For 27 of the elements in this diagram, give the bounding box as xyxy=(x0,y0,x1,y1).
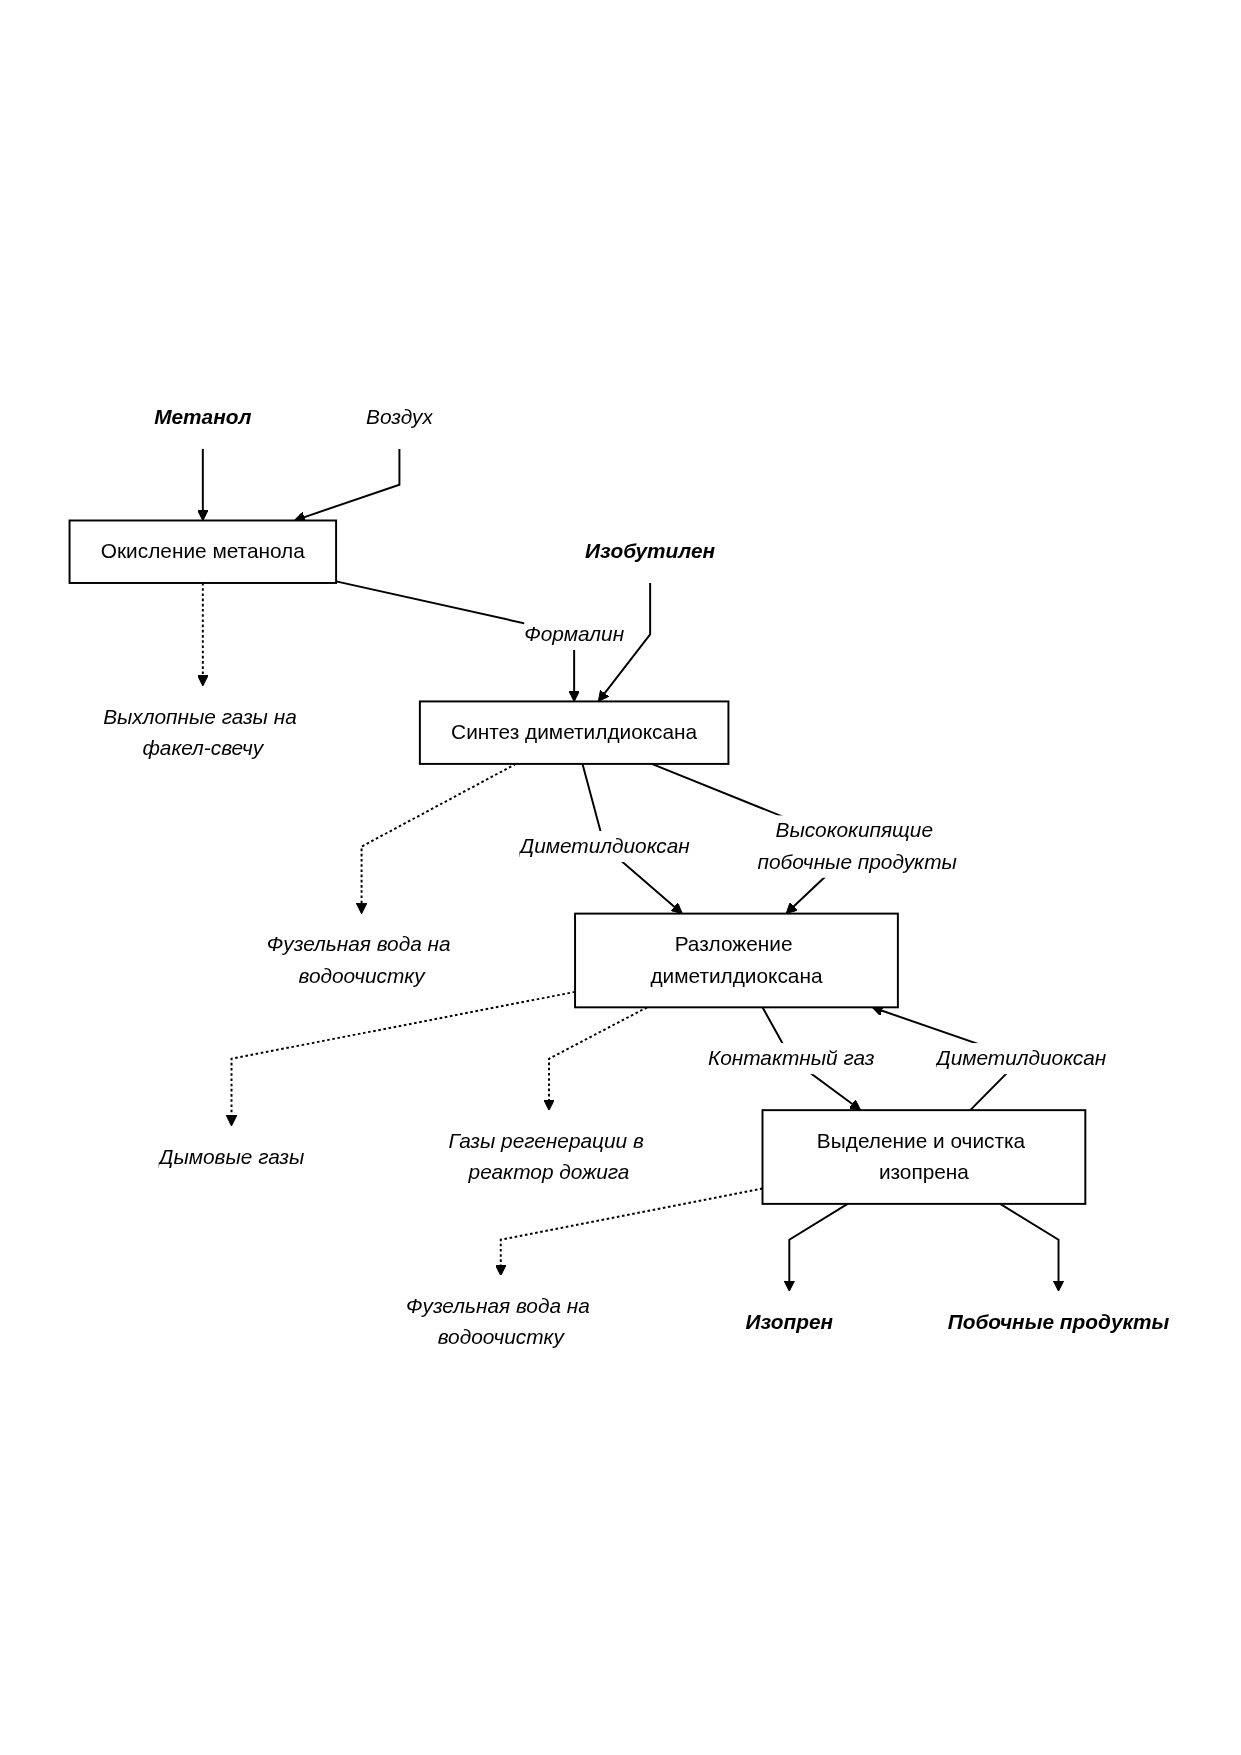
node-text: Изопрен xyxy=(744,1310,833,1333)
arrow xyxy=(998,1202,1064,1292)
node-text: Фузельная вода на водоочистку xyxy=(266,932,451,987)
edge-label: Контактный газ xyxy=(707,1046,874,1069)
edge-label: Диметилдиоксан xyxy=(935,1046,1106,1069)
arrow xyxy=(542,1006,648,1111)
node-text: Газы регенерации в реактор дожига xyxy=(447,1129,644,1183)
arrow xyxy=(494,1187,763,1276)
node-text: Изобутилен xyxy=(584,539,715,562)
node-text: Метанол xyxy=(153,405,251,428)
edge-label: Диметилдиоксан xyxy=(518,834,690,857)
node-text: Воздух xyxy=(365,405,433,428)
node-text: Выхлопные газы на факел-свечу xyxy=(102,705,297,759)
node-text: Побочные продукты xyxy=(947,1310,1169,1333)
node-box: Окисление метанола xyxy=(68,519,337,584)
node-text: Дымовые газы xyxy=(158,1144,304,1168)
arrow xyxy=(783,1202,849,1292)
edge-label: Высококипящие побочные продукты xyxy=(756,818,957,873)
node-box: Разложение диметилдиоксана xyxy=(573,912,899,1008)
node-text: Фузельная вода на водоочистку xyxy=(405,1294,590,1349)
arrow xyxy=(355,762,517,914)
node-box: Выделение и очистка изопрена xyxy=(761,1108,1086,1205)
arrow xyxy=(597,581,651,702)
arrow xyxy=(196,581,209,686)
edge-label: Формалин xyxy=(523,622,624,645)
arrow xyxy=(196,447,209,521)
node-box: Синтез диметилдиоксана xyxy=(418,700,729,765)
